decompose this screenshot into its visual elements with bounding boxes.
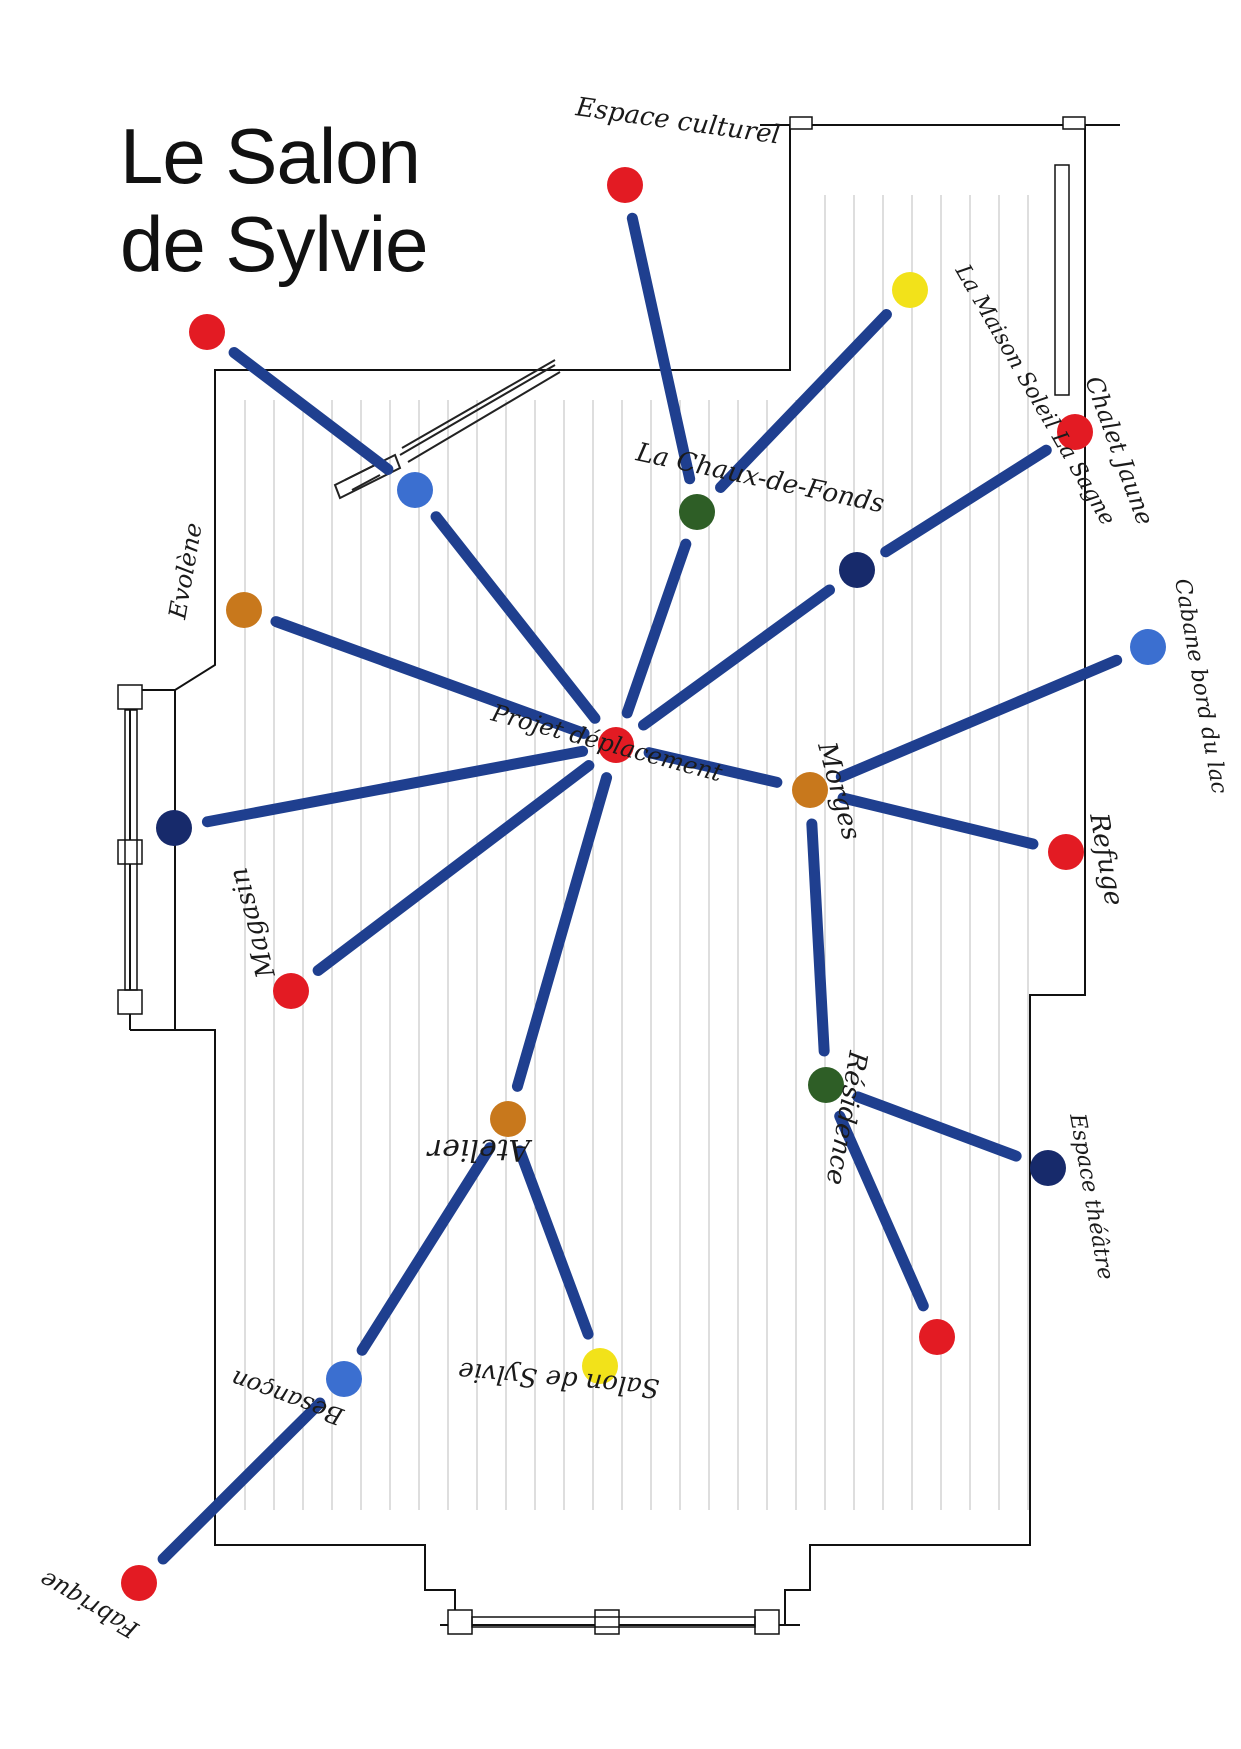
node-chalet: [1057, 414, 1093, 450]
label-evolene: Evolène: [163, 521, 208, 622]
link-center-chaux: [621, 538, 692, 719]
link-center-navy-top: [638, 584, 835, 731]
link-espace-culturel-chaux: [626, 212, 696, 485]
node-red-bottom-right: [919, 1319, 955, 1355]
label-refuge: Refuge: [1083, 810, 1129, 908]
node-magasin: [273, 973, 309, 1009]
link-atelier-salon: [514, 1145, 594, 1340]
title-line-1: Le Salon: [120, 112, 421, 200]
label-espace-culturel: Espace culturel: [573, 92, 782, 150]
node-maison-soleil: [892, 272, 928, 308]
node-espace-culturel: [607, 167, 643, 203]
link-center-blue-top-left: [430, 511, 601, 724]
node-evolene: [226, 592, 262, 628]
nodes: [121, 167, 1166, 1601]
page-title: Le Salon de Sylvie: [120, 112, 428, 288]
links: [157, 212, 1123, 1565]
link-blue-top-left-red-top-left: [228, 347, 394, 475]
link-center-morges: [643, 747, 783, 788]
node-besancon: [326, 1361, 362, 1397]
label-espace-theatre: Espace théâtre: [1064, 1111, 1118, 1282]
node-residence: [808, 1067, 844, 1103]
title-line-2: de Sylvie: [120, 200, 428, 288]
link-morges-refuge: [837, 792, 1039, 850]
node-fabrique: [121, 1565, 157, 1601]
link-besancon-fabrique: [157, 1397, 326, 1565]
link-morges-cabane: [835, 654, 1123, 783]
node-morges: [792, 772, 828, 808]
link-center-magasin: [312, 760, 595, 976]
node-navy-left: [156, 810, 192, 846]
label-magasin: Magasin: [224, 864, 282, 982]
link-atelier-besancon: [356, 1142, 496, 1356]
link-residence-espace-theatre: [852, 1091, 1022, 1162]
link-chaux-maison-soleil: [715, 309, 892, 493]
link-residence-red-bottom-right: [834, 1110, 929, 1312]
node-center: [598, 727, 634, 763]
node-espace-theatre: [1030, 1150, 1066, 1186]
node-blue-top-left: [397, 472, 433, 508]
link-morges-residence: [806, 818, 830, 1057]
label-salon: Salon de Sylvie: [457, 1355, 661, 1402]
node-salon: [582, 1348, 618, 1384]
floor-boards: [244, 195, 1029, 1510]
link-center-evolene: [270, 616, 590, 739]
node-atelier: [490, 1101, 526, 1137]
node-chaux: [679, 494, 715, 530]
link-center-navy-left: [201, 745, 589, 828]
label-cabane: Cabane bord du lac: [1169, 577, 1231, 796]
node-refuge: [1048, 834, 1084, 870]
openings: [117, 116, 1086, 1635]
node-red-top-left: [189, 314, 225, 350]
link-navy-top-chalet: [880, 444, 1052, 558]
label-atelier: Atelier: [426, 1132, 533, 1167]
node-cabane: [1130, 629, 1166, 665]
link-center-atelier: [511, 772, 613, 1092]
node-navy-top: [839, 552, 875, 588]
